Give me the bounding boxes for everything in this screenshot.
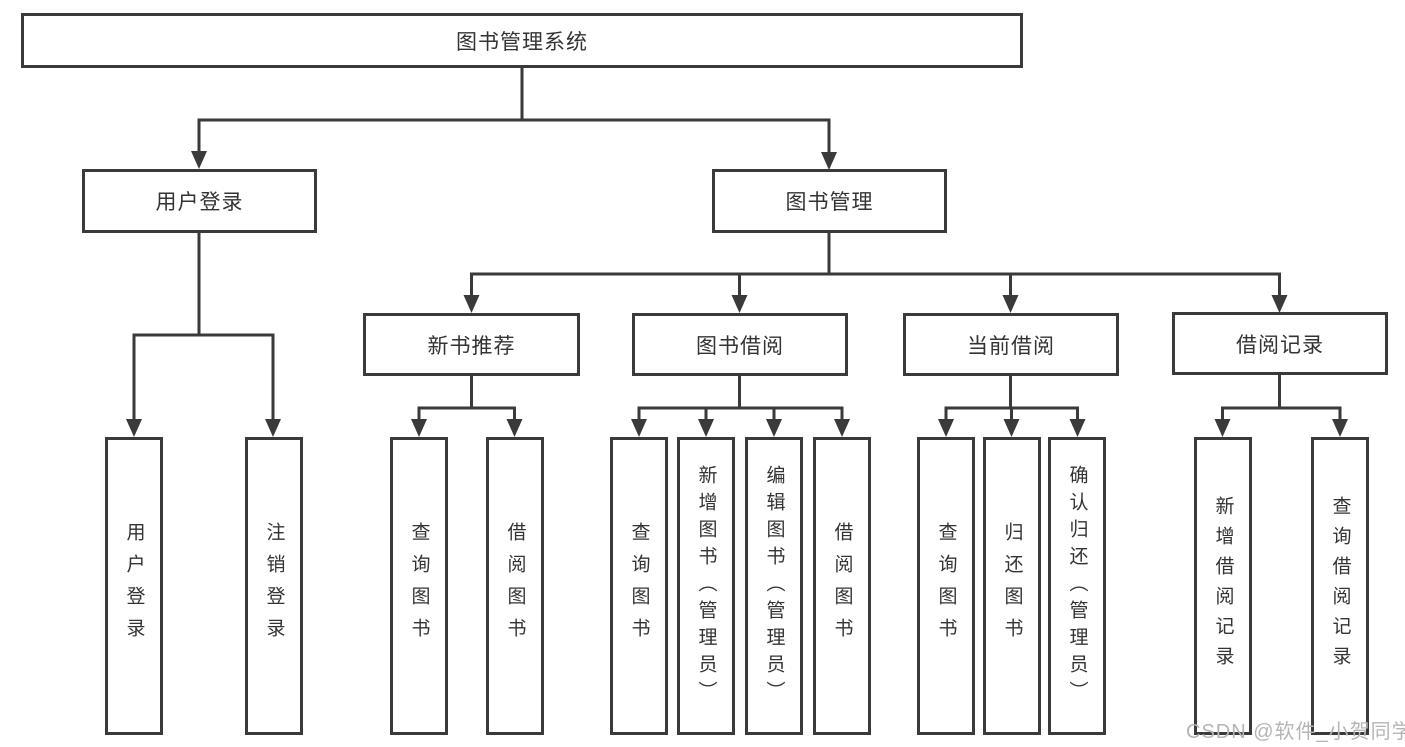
- leaf-label: 借阅图书: [831, 522, 853, 650]
- leaf-confirm-return-admin: 确认归还（管理员）: [1048, 437, 1106, 735]
- node-new-book-recommend: 新书推荐: [363, 313, 580, 376]
- leaf-add-borrow-record: 新增借阅记录: [1194, 437, 1252, 735]
- leaf-label: 查询图书: [408, 522, 430, 650]
- leaf-label: 编辑图书（管理员）: [763, 464, 785, 708]
- leaf-query-books-borrow: 查询图书: [610, 437, 668, 735]
- leaf-label: 用户登录: [123, 522, 145, 650]
- node-borrow-records: 借阅记录: [1172, 312, 1388, 375]
- leaf-logout: 注销登录: [245, 437, 303, 735]
- leaf-label: 新增图书（管理员）: [695, 464, 717, 708]
- leaf-label: 新增借阅记录: [1212, 496, 1234, 676]
- leaf-borrow-books-borrow: 借阅图书: [813, 437, 871, 735]
- leaf-add-book-admin: 新增图书（管理员）: [677, 437, 735, 735]
- node-user-login: 用户登录: [82, 169, 317, 233]
- node-book-borrow: 图书借阅: [632, 313, 848, 376]
- leaf-query-books-recommend: 查询图书: [390, 437, 448, 735]
- csdn-watermark: CSDN @软件_小贺同学: [1186, 721, 1405, 743]
- leaf-query-borrow-record: 查询借阅记录: [1311, 437, 1369, 735]
- leaf-label: 归还图书: [1001, 522, 1023, 650]
- leaf-label: 查询图书: [935, 522, 957, 650]
- leaf-return-book: 归还图书: [983, 437, 1041, 735]
- leaf-label: 查询图书: [628, 522, 650, 650]
- node-current-borrow: 当前借阅: [903, 313, 1119, 376]
- leaf-label: 注销登录: [263, 522, 285, 650]
- leaf-label: 借阅图书: [504, 522, 526, 650]
- node-book-management: 图书管理: [712, 169, 947, 233]
- leaf-query-books-current: 查询图书: [917, 437, 975, 735]
- node-library-system: 图书管理系统: [21, 13, 1023, 68]
- leaf-user-login: 用户登录: [105, 437, 163, 735]
- leaf-edit-book-admin: 编辑图书（管理员）: [745, 437, 803, 735]
- leaf-label: 确认归还（管理员）: [1066, 464, 1088, 708]
- leaf-label: 查询借阅记录: [1329, 496, 1351, 676]
- leaf-borrow-books-recommend: 借阅图书: [486, 437, 544, 735]
